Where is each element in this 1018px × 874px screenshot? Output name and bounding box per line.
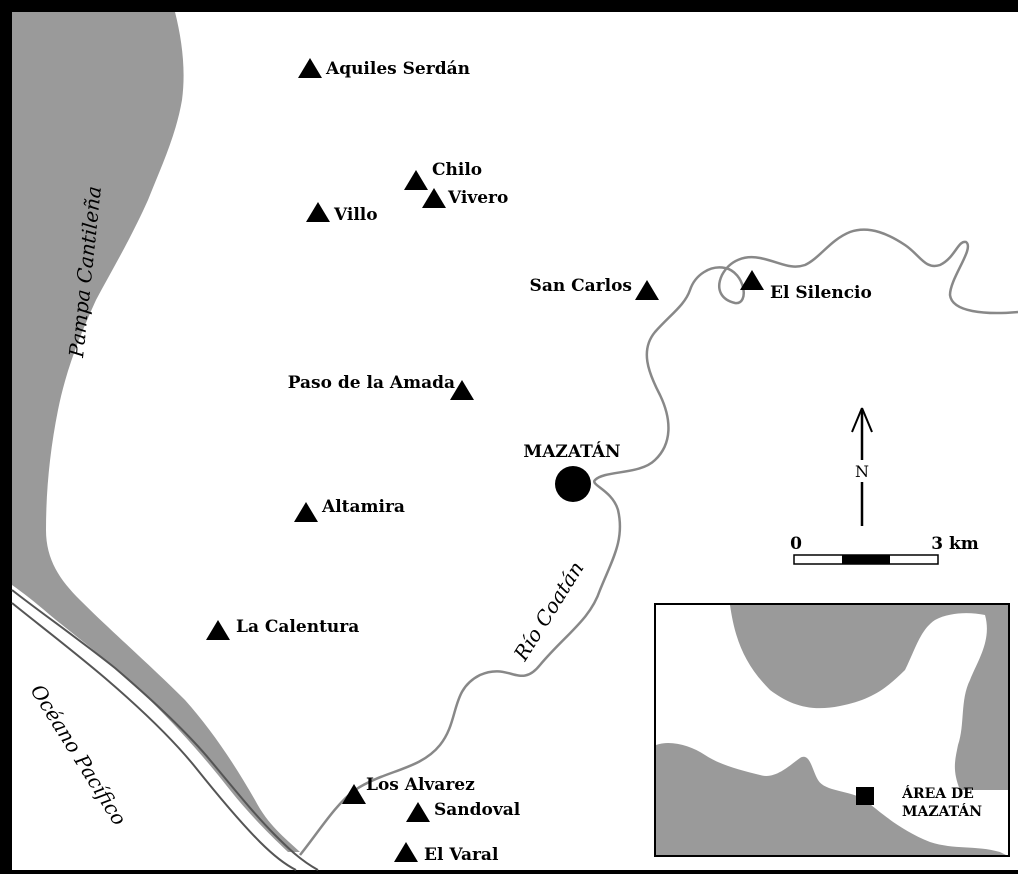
square-icon: [856, 787, 874, 805]
circle-icon: [555, 466, 591, 502]
site-marker-la-calentura: [206, 620, 230, 640]
site-marker-san-carlos: [635, 280, 659, 300]
site-label-villo: Villo: [333, 205, 378, 225]
scale-bar: 0 3 km: [790, 534, 979, 565]
site-label-altamira: Altamira: [321, 497, 405, 517]
site-label-el-silencio: El Silencio: [770, 283, 872, 303]
site-label-aquiles-serdan: Aquiles Serdán: [325, 59, 470, 79]
river-line: [299, 228, 1018, 856]
coastline-outer: [11, 589, 319, 871]
site-label-los-alvarez: Los Alvarez: [366, 775, 475, 795]
inset-land-south: [656, 743, 1006, 855]
site-label-vivero: Vivero: [447, 188, 508, 208]
site-marker-villo: [306, 202, 330, 222]
site-marker-aquiles-serdan: [298, 58, 322, 78]
site-label-paso-de-la-amada: Paso de la Amada: [288, 373, 455, 393]
site-markers: [206, 58, 764, 862]
arrow-up-icon: [851, 407, 873, 433]
site-marker-paso-de-la-amada: [450, 380, 474, 400]
inset-label-line2: MAZATÁN: [902, 802, 982, 820]
site-marker-chilo: [404, 170, 428, 190]
site-label-chilo: Chilo: [432, 160, 482, 180]
site-marker-el-varal: [394, 842, 418, 862]
site-marker-vivero: [422, 188, 446, 208]
scale-end-label: 3 km: [931, 534, 979, 554]
site-marker-los-alvarez: [342, 784, 366, 804]
inset-label-line1: ÁREA DE: [901, 784, 974, 802]
site-label-el-varal: El Varal: [424, 845, 499, 865]
site-label-san-carlos: San Carlos: [530, 276, 632, 296]
inset-land-east: [968, 605, 1008, 775]
site-marker-el-silencio: [740, 270, 764, 290]
coastline-inner: [11, 602, 297, 871]
site-label-la-calentura: La Calentura: [236, 617, 359, 637]
town-label: MAZATÁN: [523, 441, 620, 462]
inset-land-north: [656, 605, 1008, 790]
north-arrow: N: [851, 407, 873, 526]
site-label-sandoval: Sandoval: [434, 800, 521, 820]
site-marker-altamira: [294, 502, 318, 522]
lagoon-area: [12, 12, 300, 852]
inset-map: ÁREA DE MAZATÁN: [654, 603, 1010, 857]
scale-start-label: 0: [790, 534, 802, 554]
site-marker-sandoval: [406, 802, 430, 822]
north-label: N: [855, 462, 869, 481]
